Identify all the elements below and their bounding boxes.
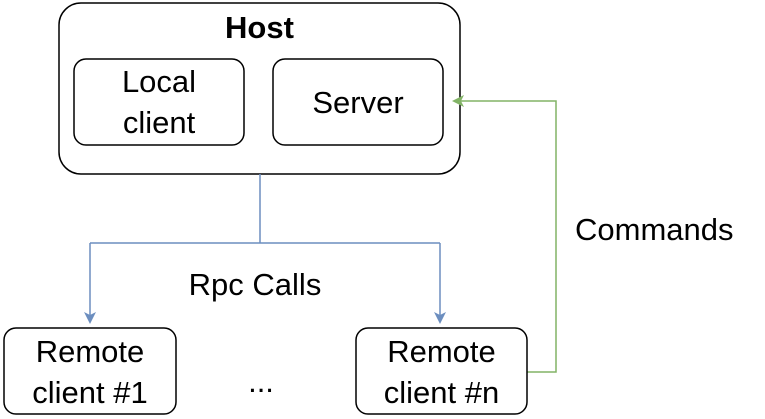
remote-client-n-label-line1: Remote: [387, 334, 496, 369]
commands-edge-path: [452, 95, 557, 373]
ellipsis-label: ...: [248, 364, 274, 399]
rpc-calls-label: Rpc Calls: [189, 267, 322, 302]
server-node: Server: [272, 58, 444, 146]
remote-client-n-node: Remote client #n: [355, 327, 528, 415]
server-box: [272, 58, 444, 146]
commands-label: Commands: [575, 212, 734, 247]
local-client-box: [73, 58, 245, 146]
local-client-label-line1: Local: [122, 64, 196, 99]
local-client-node: Local client: [73, 58, 245, 146]
remote-client-1-label-line2: client #1: [32, 375, 147, 410]
remote-client-n-label-line2: client #n: [384, 375, 499, 410]
rpc-edges: Rpc Calls: [84, 174, 446, 324]
remote-client-n-box: [355, 327, 528, 415]
host-title: Host: [225, 10, 294, 45]
remote-client-1-box: [3, 327, 177, 415]
remote-client-1-node: Remote client #1: [3, 327, 177, 415]
commands-edge: Commands: [452, 95, 734, 373]
local-client-label-line2: client: [123, 105, 196, 140]
remote-client-1-label-line1: Remote: [36, 334, 145, 369]
server-label: Server: [312, 85, 403, 120]
